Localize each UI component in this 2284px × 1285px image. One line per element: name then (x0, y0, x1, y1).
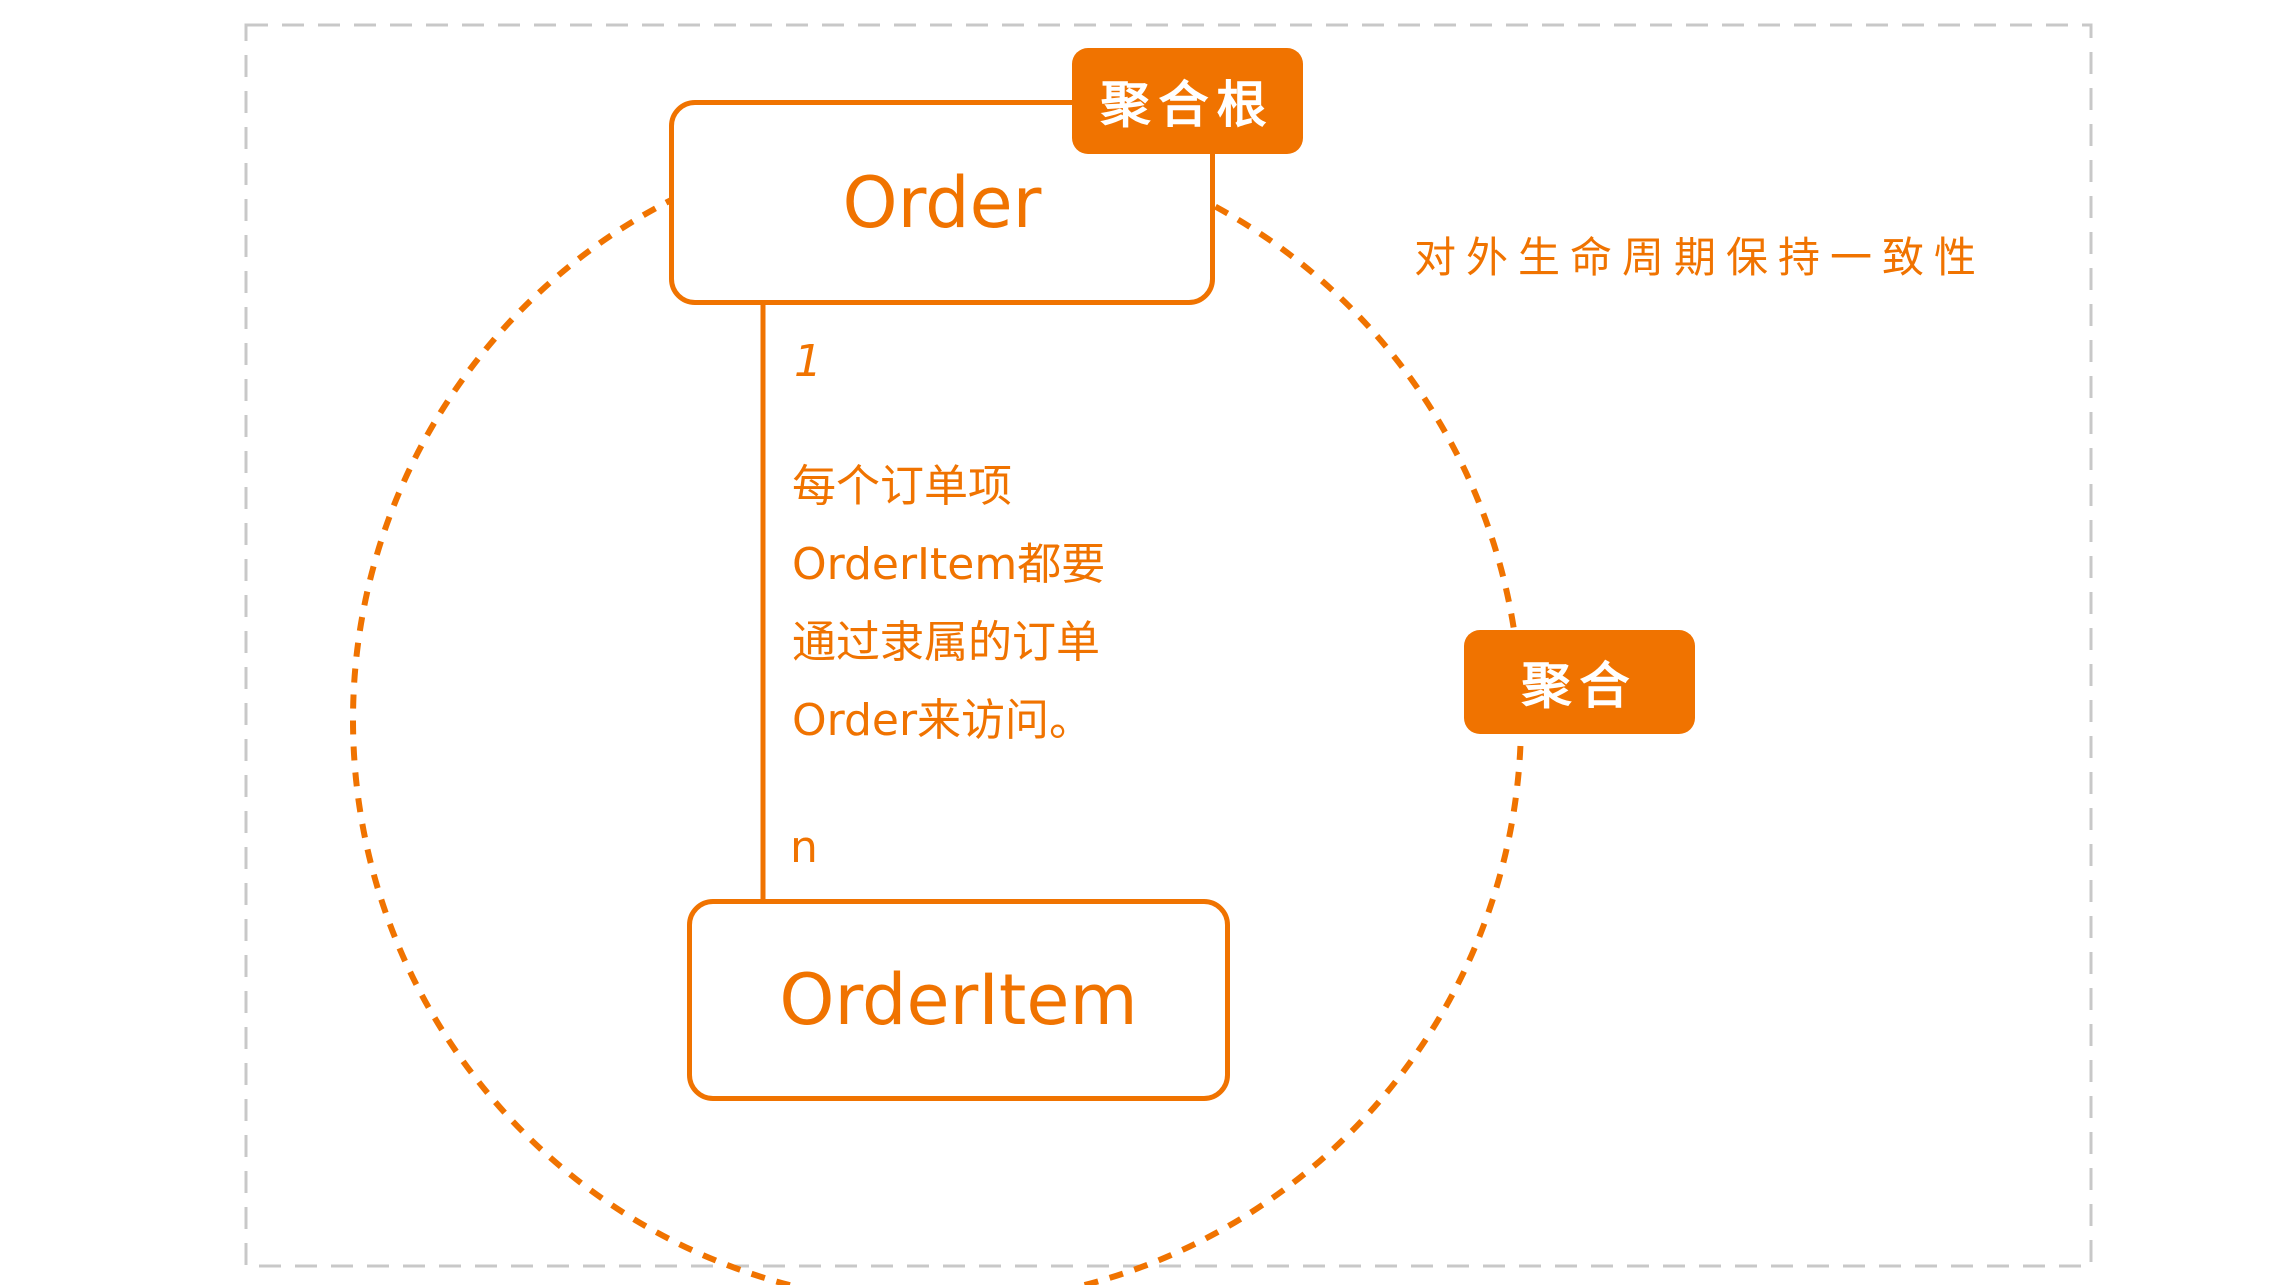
note-line: Order来访问。 (792, 695, 1094, 746)
orderitem-label: OrderItem (779, 959, 1138, 1041)
multiplicity-one: 1 (794, 336, 822, 387)
aggregate-root-label: 聚合根 (1100, 76, 1275, 134)
note-line: OrderItem都要 (792, 539, 1106, 590)
aggregate-badge: 聚合 (1464, 630, 1695, 734)
aggregate-root-badge: 聚合根 (1072, 48, 1303, 154)
association-note: 每个订单项 OrderItem都要 通过隶属的订单 Order来访问。 (792, 448, 1105, 760)
order-label: Order (842, 161, 1042, 244)
multiplicity-many: n (790, 822, 818, 873)
note-line: 每个订单项 (792, 461, 1012, 512)
note-line: 通过隶属的订单 (792, 617, 1100, 668)
outer-dashed-frame (244, 23, 2093, 1268)
orderitem-entity-box: OrderItem (687, 899, 1230, 1101)
aggregate-caption: 对外生命周期保持一致性 (1414, 233, 1987, 282)
aggregate-label: 聚合 (1521, 657, 1638, 715)
